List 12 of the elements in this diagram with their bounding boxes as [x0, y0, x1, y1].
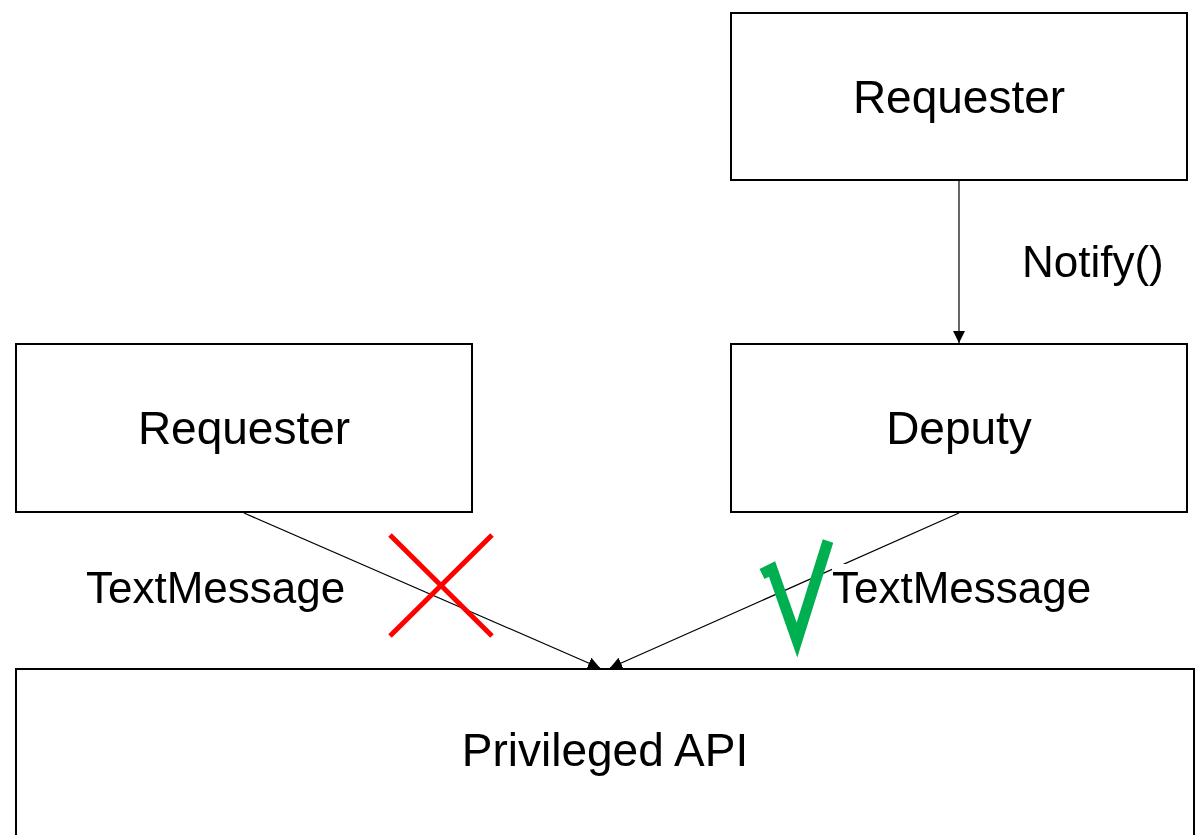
box-label: Deputy	[886, 401, 1032, 455]
process-box	[730, 12, 1188, 181]
arrow	[953, 180, 965, 344]
process-box	[15, 668, 1195, 835]
edge-label: TextMessage	[832, 564, 1092, 613]
box-label: Requester	[852, 69, 1066, 124]
process-box	[730, 343, 1188, 513]
box-label: Requester	[137, 401, 351, 455]
arrow	[609, 512, 960, 669]
arrow	[243, 512, 601, 669]
box-label: Privileged API	[461, 723, 749, 777]
process-box	[15, 343, 473, 513]
